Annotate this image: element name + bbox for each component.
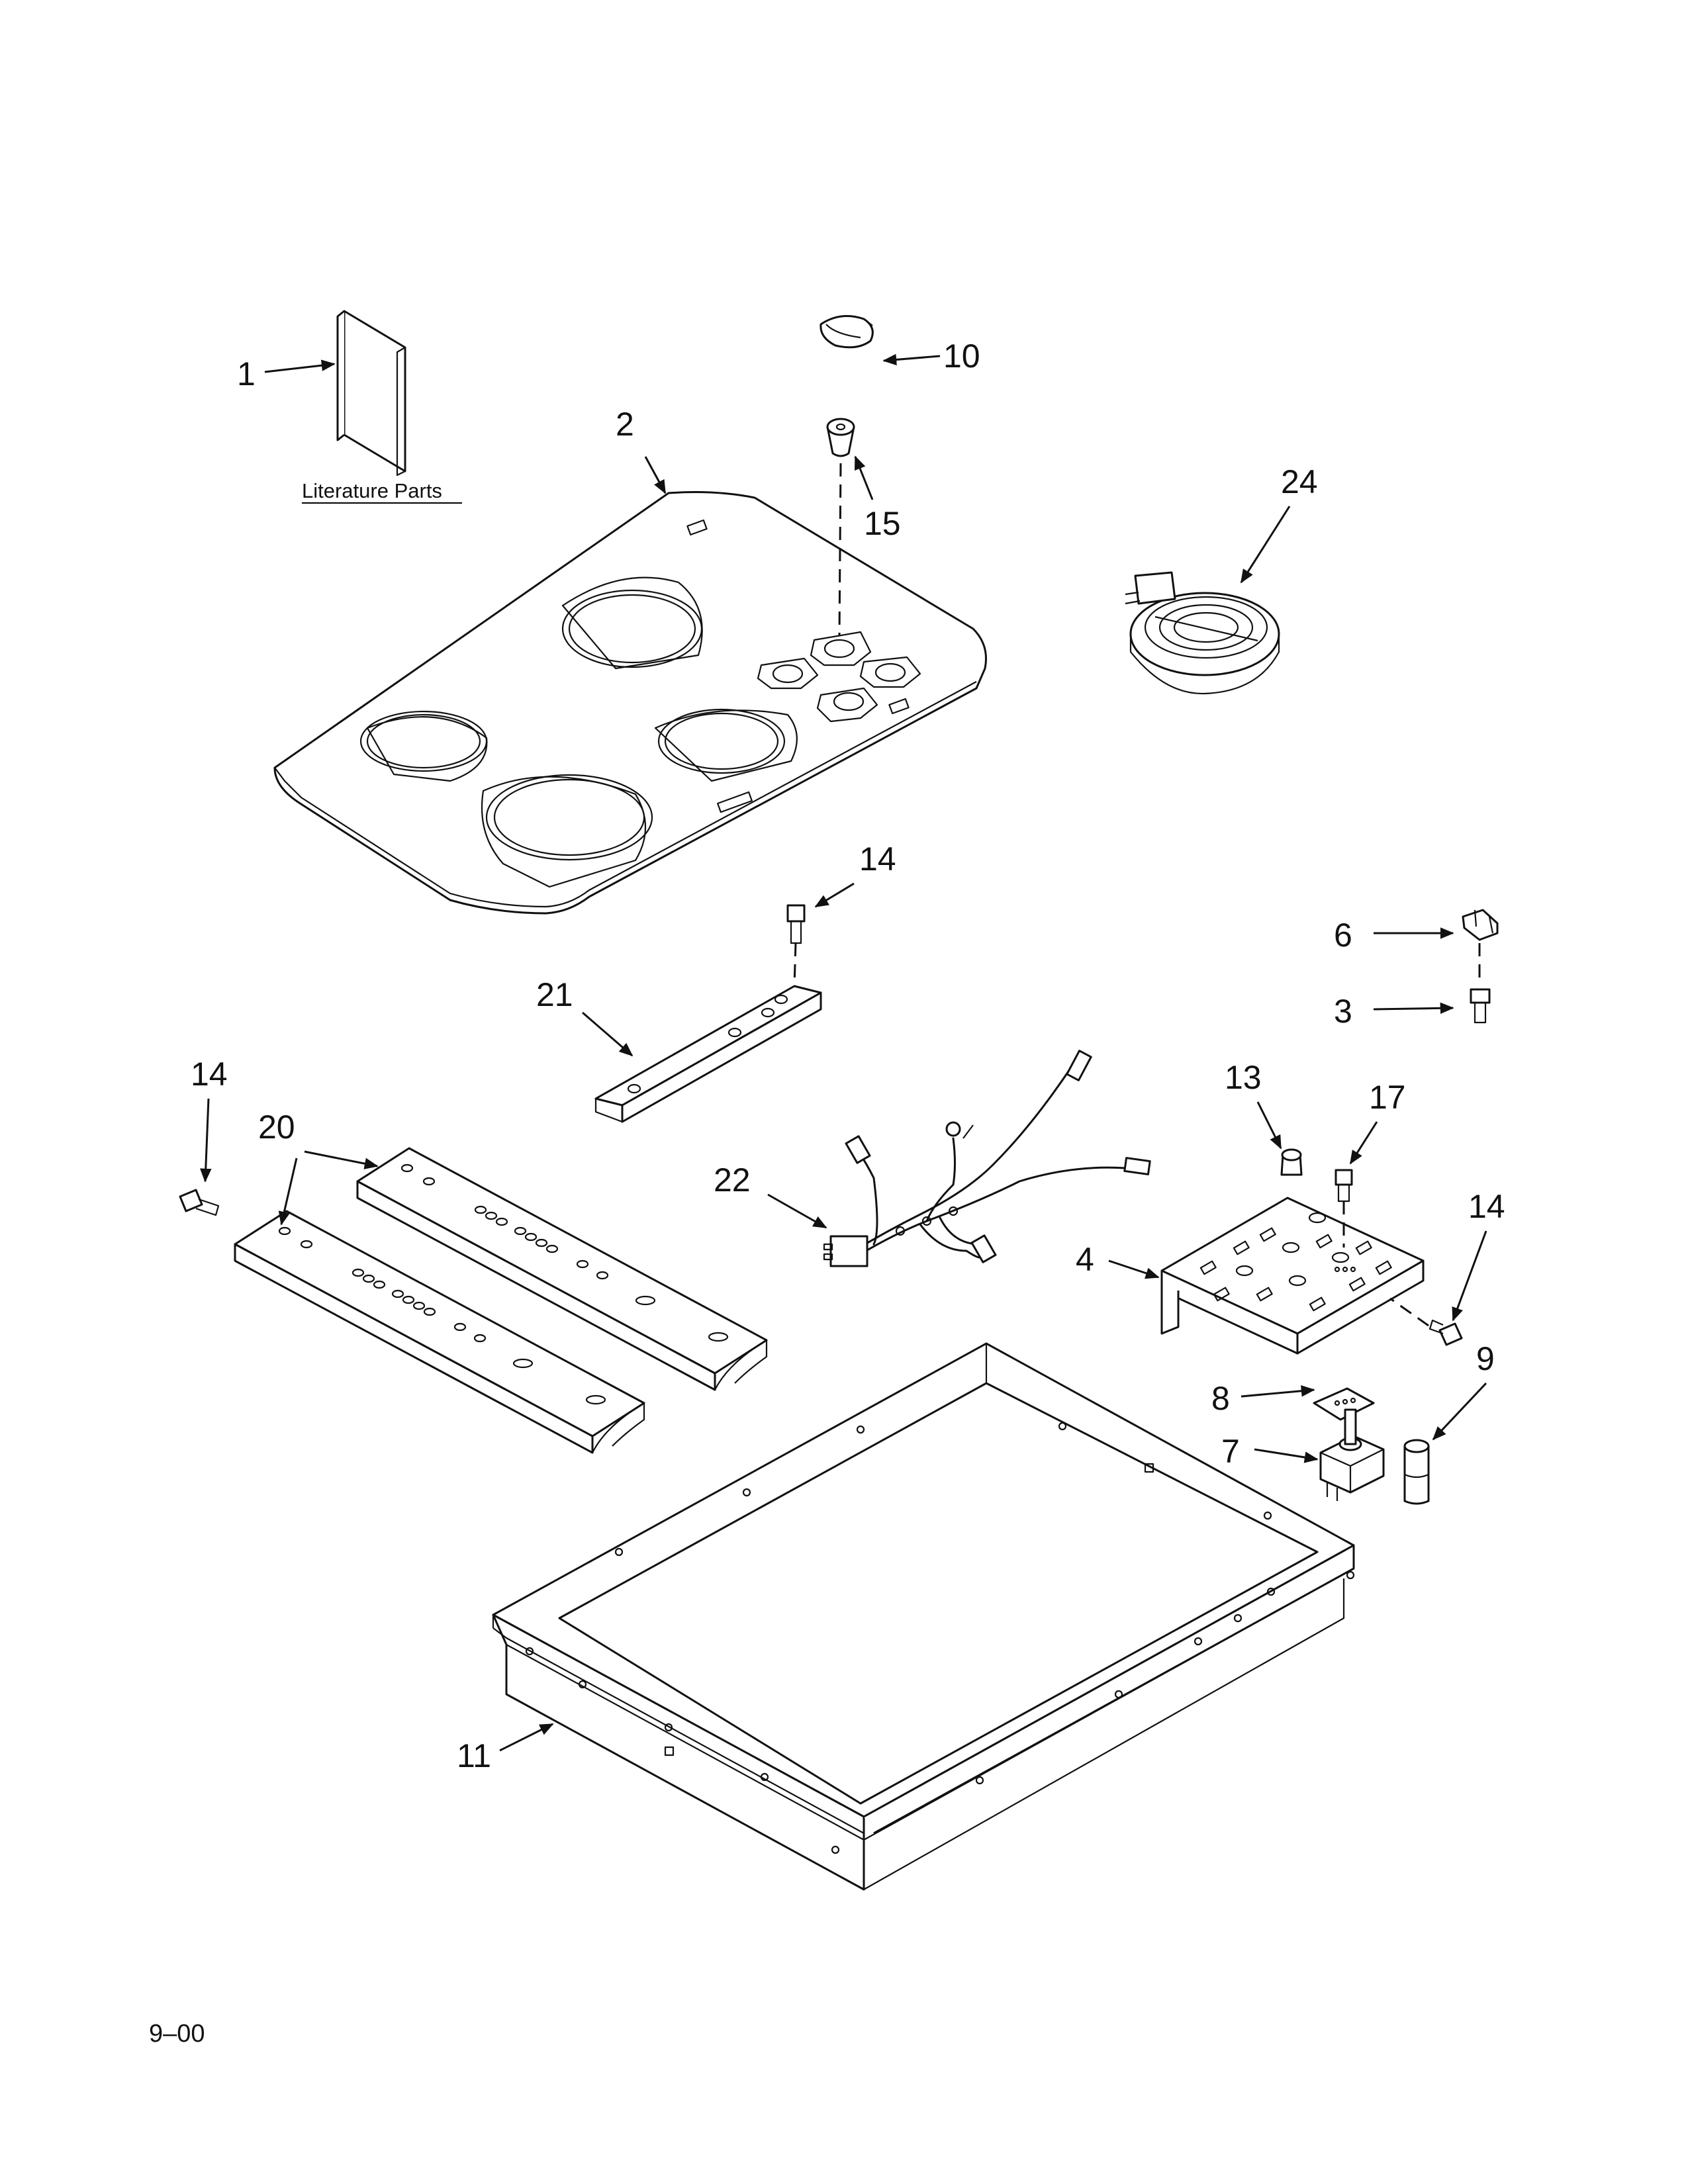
leader-3: [1373, 1002, 1454, 1015]
leader-20b: [278, 1158, 298, 1226]
leader-1: [264, 359, 336, 373]
callout-10: 10: [943, 338, 980, 375]
leader-7: [1254, 1448, 1319, 1463]
long-channel-front: [234, 1210, 645, 1454]
base-tray: [492, 1342, 1355, 1891]
cooktop-glass: [273, 491, 988, 915]
radiant-element: [1125, 571, 1280, 695]
callout-1: 1: [237, 355, 256, 392]
revision-code: 9–00: [149, 2020, 205, 2048]
leader-24: [1240, 506, 1291, 584]
leader-13: [1256, 1101, 1282, 1150]
callout-9: 9: [1476, 1340, 1495, 1377]
leader-17: [1349, 1121, 1378, 1165]
callout-6: 6: [1334, 917, 1352, 954]
screw-upper-dashline: [793, 942, 797, 987]
leader-14-upper: [814, 882, 855, 908]
leader-10: [882, 353, 941, 366]
callout-2: 2: [616, 406, 634, 443]
leader-15: [854, 455, 874, 500]
callout-22: 22: [714, 1161, 751, 1199]
screw-3: [1470, 988, 1491, 1024]
leader-20a: [304, 1150, 379, 1169]
callout-7: 7: [1221, 1433, 1240, 1470]
callout-3: 3: [1334, 993, 1352, 1030]
callout-8: 8: [1211, 1380, 1230, 1417]
leader-14-right: [1452, 1230, 1487, 1322]
callout-14-upper: 14: [859, 841, 896, 878]
callout-21: 21: [536, 976, 573, 1013]
literature-parts-label: Literature Parts: [302, 479, 442, 502]
leader-14-left: [200, 1098, 212, 1183]
screw-right: [1429, 1319, 1463, 1346]
leader-2: [644, 456, 667, 494]
wiring-harness: [823, 1050, 1151, 1267]
knob-bushing: [826, 418, 855, 457]
screw-17: [1335, 1169, 1353, 1203]
screw-upper: [786, 904, 806, 944]
callout-4: 4: [1076, 1241, 1094, 1278]
callout-20: 20: [258, 1109, 295, 1146]
literature-booklet: [336, 310, 406, 477]
leader-22: [767, 1193, 827, 1229]
callout-17: 17: [1369, 1079, 1406, 1116]
leader-4: [1108, 1259, 1160, 1279]
leader-8: [1241, 1385, 1315, 1398]
knob-axis-dashline: [838, 463, 842, 636]
leader-11: [499, 1723, 554, 1752]
switch-plate: [1313, 1387, 1375, 1421]
plug-button: [1280, 1148, 1303, 1176]
leader-9: [1432, 1382, 1487, 1441]
leader-21: [582, 1011, 633, 1057]
indicator-fuse: [1403, 1439, 1430, 1505]
callout-14-left: 14: [191, 1056, 228, 1093]
infinite-switch: [1319, 1408, 1385, 1501]
control-knob: [820, 315, 874, 349]
mounting-clip: [1462, 909, 1499, 941]
callout-24: 24: [1281, 463, 1318, 500]
callout-11: 11: [457, 1737, 491, 1774]
screw-right-dashline: [1389, 1297, 1429, 1327]
control-bracket: [1160, 1197, 1425, 1355]
screw-left: [179, 1189, 220, 1216]
callout-15: 15: [864, 505, 901, 542]
long-channel-rear: [356, 1147, 768, 1391]
callout-14-right: 14: [1468, 1188, 1505, 1225]
callout-13: 13: [1225, 1059, 1262, 1096]
support-bracket-small: [594, 985, 822, 1123]
